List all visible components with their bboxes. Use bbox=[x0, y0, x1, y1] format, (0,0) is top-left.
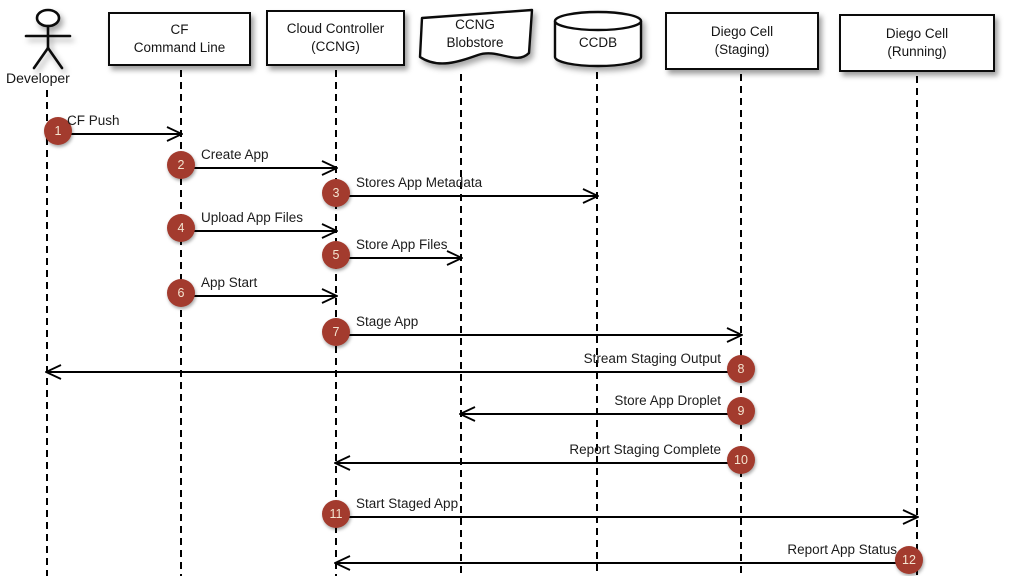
document-icon bbox=[418, 8, 534, 65]
actor-cloud-controller: Cloud Controller (CCNG) bbox=[266, 10, 405, 66]
step-badge: 7 bbox=[322, 318, 350, 346]
arrow-line bbox=[336, 257, 461, 259]
step-badge: 5 bbox=[322, 241, 350, 269]
actor-diego-cell-staging: Diego Cell (Staging) bbox=[665, 12, 819, 70]
step-badge: 11 bbox=[322, 500, 350, 528]
actor-label: Developer bbox=[6, 70, 70, 86]
actor-label-line: Blobstore bbox=[446, 34, 504, 50]
message-label: Stage App bbox=[356, 314, 419, 329]
step-badge: 12 bbox=[895, 546, 923, 574]
arrow-line bbox=[461, 413, 741, 415]
lifeline-ccng-blobstore bbox=[460, 74, 462, 576]
message-label: Upload App Files bbox=[201, 210, 304, 225]
arrowhead-left-icon bbox=[334, 455, 351, 471]
actor-cf-command-line: CF Command Line bbox=[108, 12, 251, 66]
actor-label-line: CCDB bbox=[578, 35, 618, 50]
actor-ccng-blobstore: CCNG Blobstore bbox=[416, 6, 534, 70]
arrowhead-right-icon bbox=[321, 288, 338, 304]
message-label: Stream Staging Output bbox=[583, 351, 721, 366]
arrowhead-right-icon bbox=[321, 160, 338, 176]
arrow-line bbox=[336, 516, 917, 518]
actor-label: CCDB bbox=[553, 34, 643, 52]
arrow-line bbox=[336, 562, 917, 564]
actor-label-line: (Running) bbox=[887, 44, 947, 59]
arrow-line bbox=[181, 295, 336, 297]
person-icon bbox=[24, 8, 72, 70]
message-label: Start Staged App bbox=[356, 496, 459, 511]
actor-ccdb: CCDB bbox=[553, 10, 643, 70]
arrowhead-right-icon bbox=[446, 250, 463, 266]
arrow-line bbox=[336, 334, 741, 336]
database-icon bbox=[553, 10, 643, 68]
arrowhead-left-icon bbox=[459, 406, 476, 422]
actor-label-line: Diego Cell bbox=[710, 24, 774, 40]
step-badge: 2 bbox=[167, 151, 195, 179]
actor-label-line: Cloud Controller bbox=[286, 21, 385, 37]
message-label: Stores App Metadata bbox=[356, 175, 483, 190]
arrow-line bbox=[47, 371, 741, 373]
step-badge: 3 bbox=[322, 179, 350, 207]
step-badge: 9 bbox=[727, 397, 755, 425]
arrow-line bbox=[181, 230, 336, 232]
actor-label-line: (Staging) bbox=[714, 42, 770, 57]
arrow-line bbox=[336, 195, 597, 197]
lifeline-ccdb bbox=[596, 72, 598, 576]
actor-developer: Developer bbox=[2, 4, 92, 88]
lifeline-cf-command-line bbox=[180, 70, 182, 576]
actor-label-line: Command Line bbox=[133, 40, 226, 55]
message-label: App Start bbox=[201, 275, 258, 290]
lifeline-developer bbox=[46, 90, 48, 576]
step-badge: 8 bbox=[727, 355, 755, 383]
arrow-line bbox=[181, 167, 336, 169]
message-label: CF Push bbox=[67, 113, 120, 128]
arrow-line bbox=[336, 462, 741, 464]
message-label: Report Staging Complete bbox=[569, 442, 721, 457]
arrowhead-left-icon bbox=[45, 364, 62, 380]
message-label: Store App Droplet bbox=[614, 393, 721, 408]
lifeline-diego-cell-staging bbox=[740, 74, 742, 576]
actor-label-line: Diego Cell bbox=[885, 26, 949, 42]
step-badge: 10 bbox=[727, 446, 755, 474]
arrowhead-right-icon bbox=[166, 126, 183, 142]
step-badge: 4 bbox=[167, 214, 195, 242]
arrowhead-right-icon bbox=[902, 509, 919, 525]
message-label: Report App Status bbox=[787, 542, 897, 557]
lifeline-diego-cell-running bbox=[916, 76, 918, 576]
step-badge: 6 bbox=[167, 279, 195, 307]
arrowhead-right-icon bbox=[321, 223, 338, 239]
actor-diego-cell-running: Diego Cell (Running) bbox=[839, 14, 995, 72]
arrowhead-right-icon bbox=[726, 327, 743, 343]
actor-label-line: (CCNG) bbox=[311, 39, 360, 54]
actor-label-line: CF bbox=[170, 22, 189, 38]
actor-label-line: CCNG bbox=[455, 17, 495, 32]
step-badge: 1 bbox=[44, 117, 72, 145]
message-label: Store App Files bbox=[356, 237, 448, 252]
arrow-line bbox=[47, 133, 181, 135]
arrowhead-right-icon bbox=[582, 188, 599, 204]
message-label: Create App bbox=[201, 147, 269, 162]
arrowhead-left-icon bbox=[334, 555, 351, 571]
actor-label: CCNG Blobstore bbox=[416, 16, 534, 51]
